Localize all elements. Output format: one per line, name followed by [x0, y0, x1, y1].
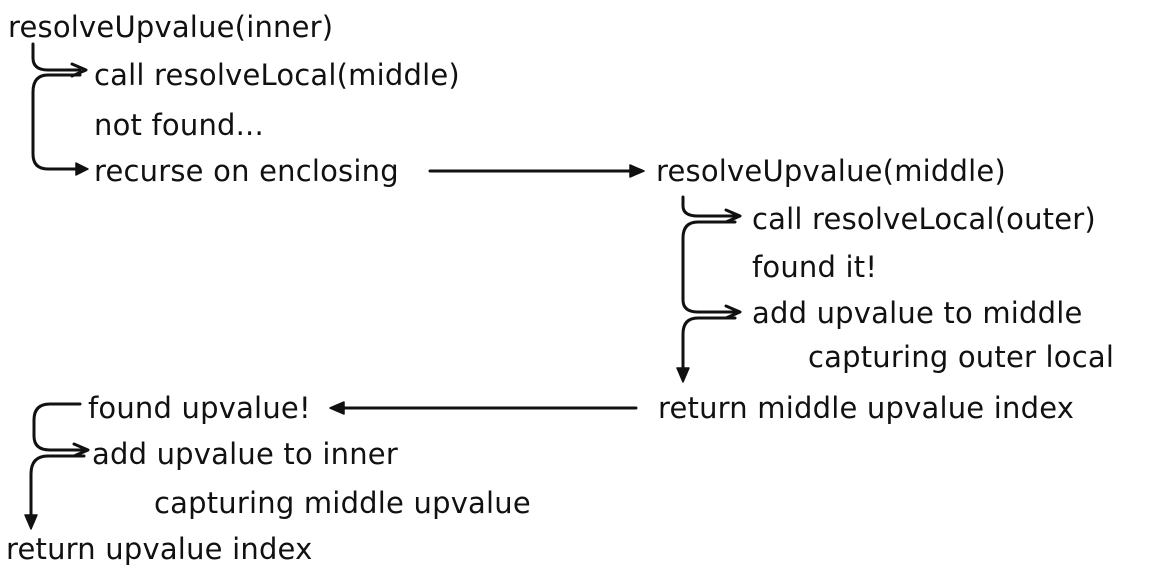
middle-add-upvalue-step: add upvalue to middle: [752, 296, 1083, 330]
outer-add-upvalue-head: [72, 442, 90, 458]
recurse-bracket-arrow: [31, 73, 82, 171]
outer-return-arrowhead: [24, 514, 38, 530]
return-to-outer-arrowhead: [329, 401, 345, 415]
recurse-to-middle-arrowhead: [629, 164, 645, 178]
middle-add-upvalue-head: [724, 304, 742, 320]
outer-not-found-step: not found...: [94, 108, 264, 142]
outer-return-step: return upvalue index: [6, 532, 313, 566]
middle-call-header: resolveUpvalue(middle): [656, 154, 1006, 188]
middle-return-step: return middle upvalue index: [658, 391, 1075, 425]
outer-call-local-step: call resolveLocal(middle): [94, 58, 460, 92]
call-local-bracket-arrow: [31, 42, 82, 72]
middle-call-local-step: call resolveLocal(outer): [752, 202, 1096, 236]
outer-return-bracket: [29, 454, 86, 518]
outer-found-upvalue-step: found upvalue!: [88, 391, 311, 425]
outer-add-upvalue-bracket: [32, 402, 86, 452]
middle-add-upvalue-bracket: [681, 220, 737, 314]
outer-add-upvalue-step: add upvalue to inner: [92, 437, 398, 471]
recurse-bracket-arrowhead: [75, 162, 89, 176]
middle-capturing-step: capturing outer local: [808, 340, 1115, 374]
middle-call-local-head: [724, 208, 742, 224]
middle-found-it-step: found it!: [752, 250, 878, 284]
outer-recurse-step: recurse on enclosing: [94, 154, 399, 188]
middle-call-local-bracket: [681, 195, 737, 218]
outer-call-header: resolveUpvalue(inner): [8, 10, 334, 44]
middle-return-arrowhead: [676, 367, 690, 383]
outer-capturing-step: capturing middle upvalue: [154, 486, 531, 520]
middle-return-bracket: [681, 316, 737, 372]
